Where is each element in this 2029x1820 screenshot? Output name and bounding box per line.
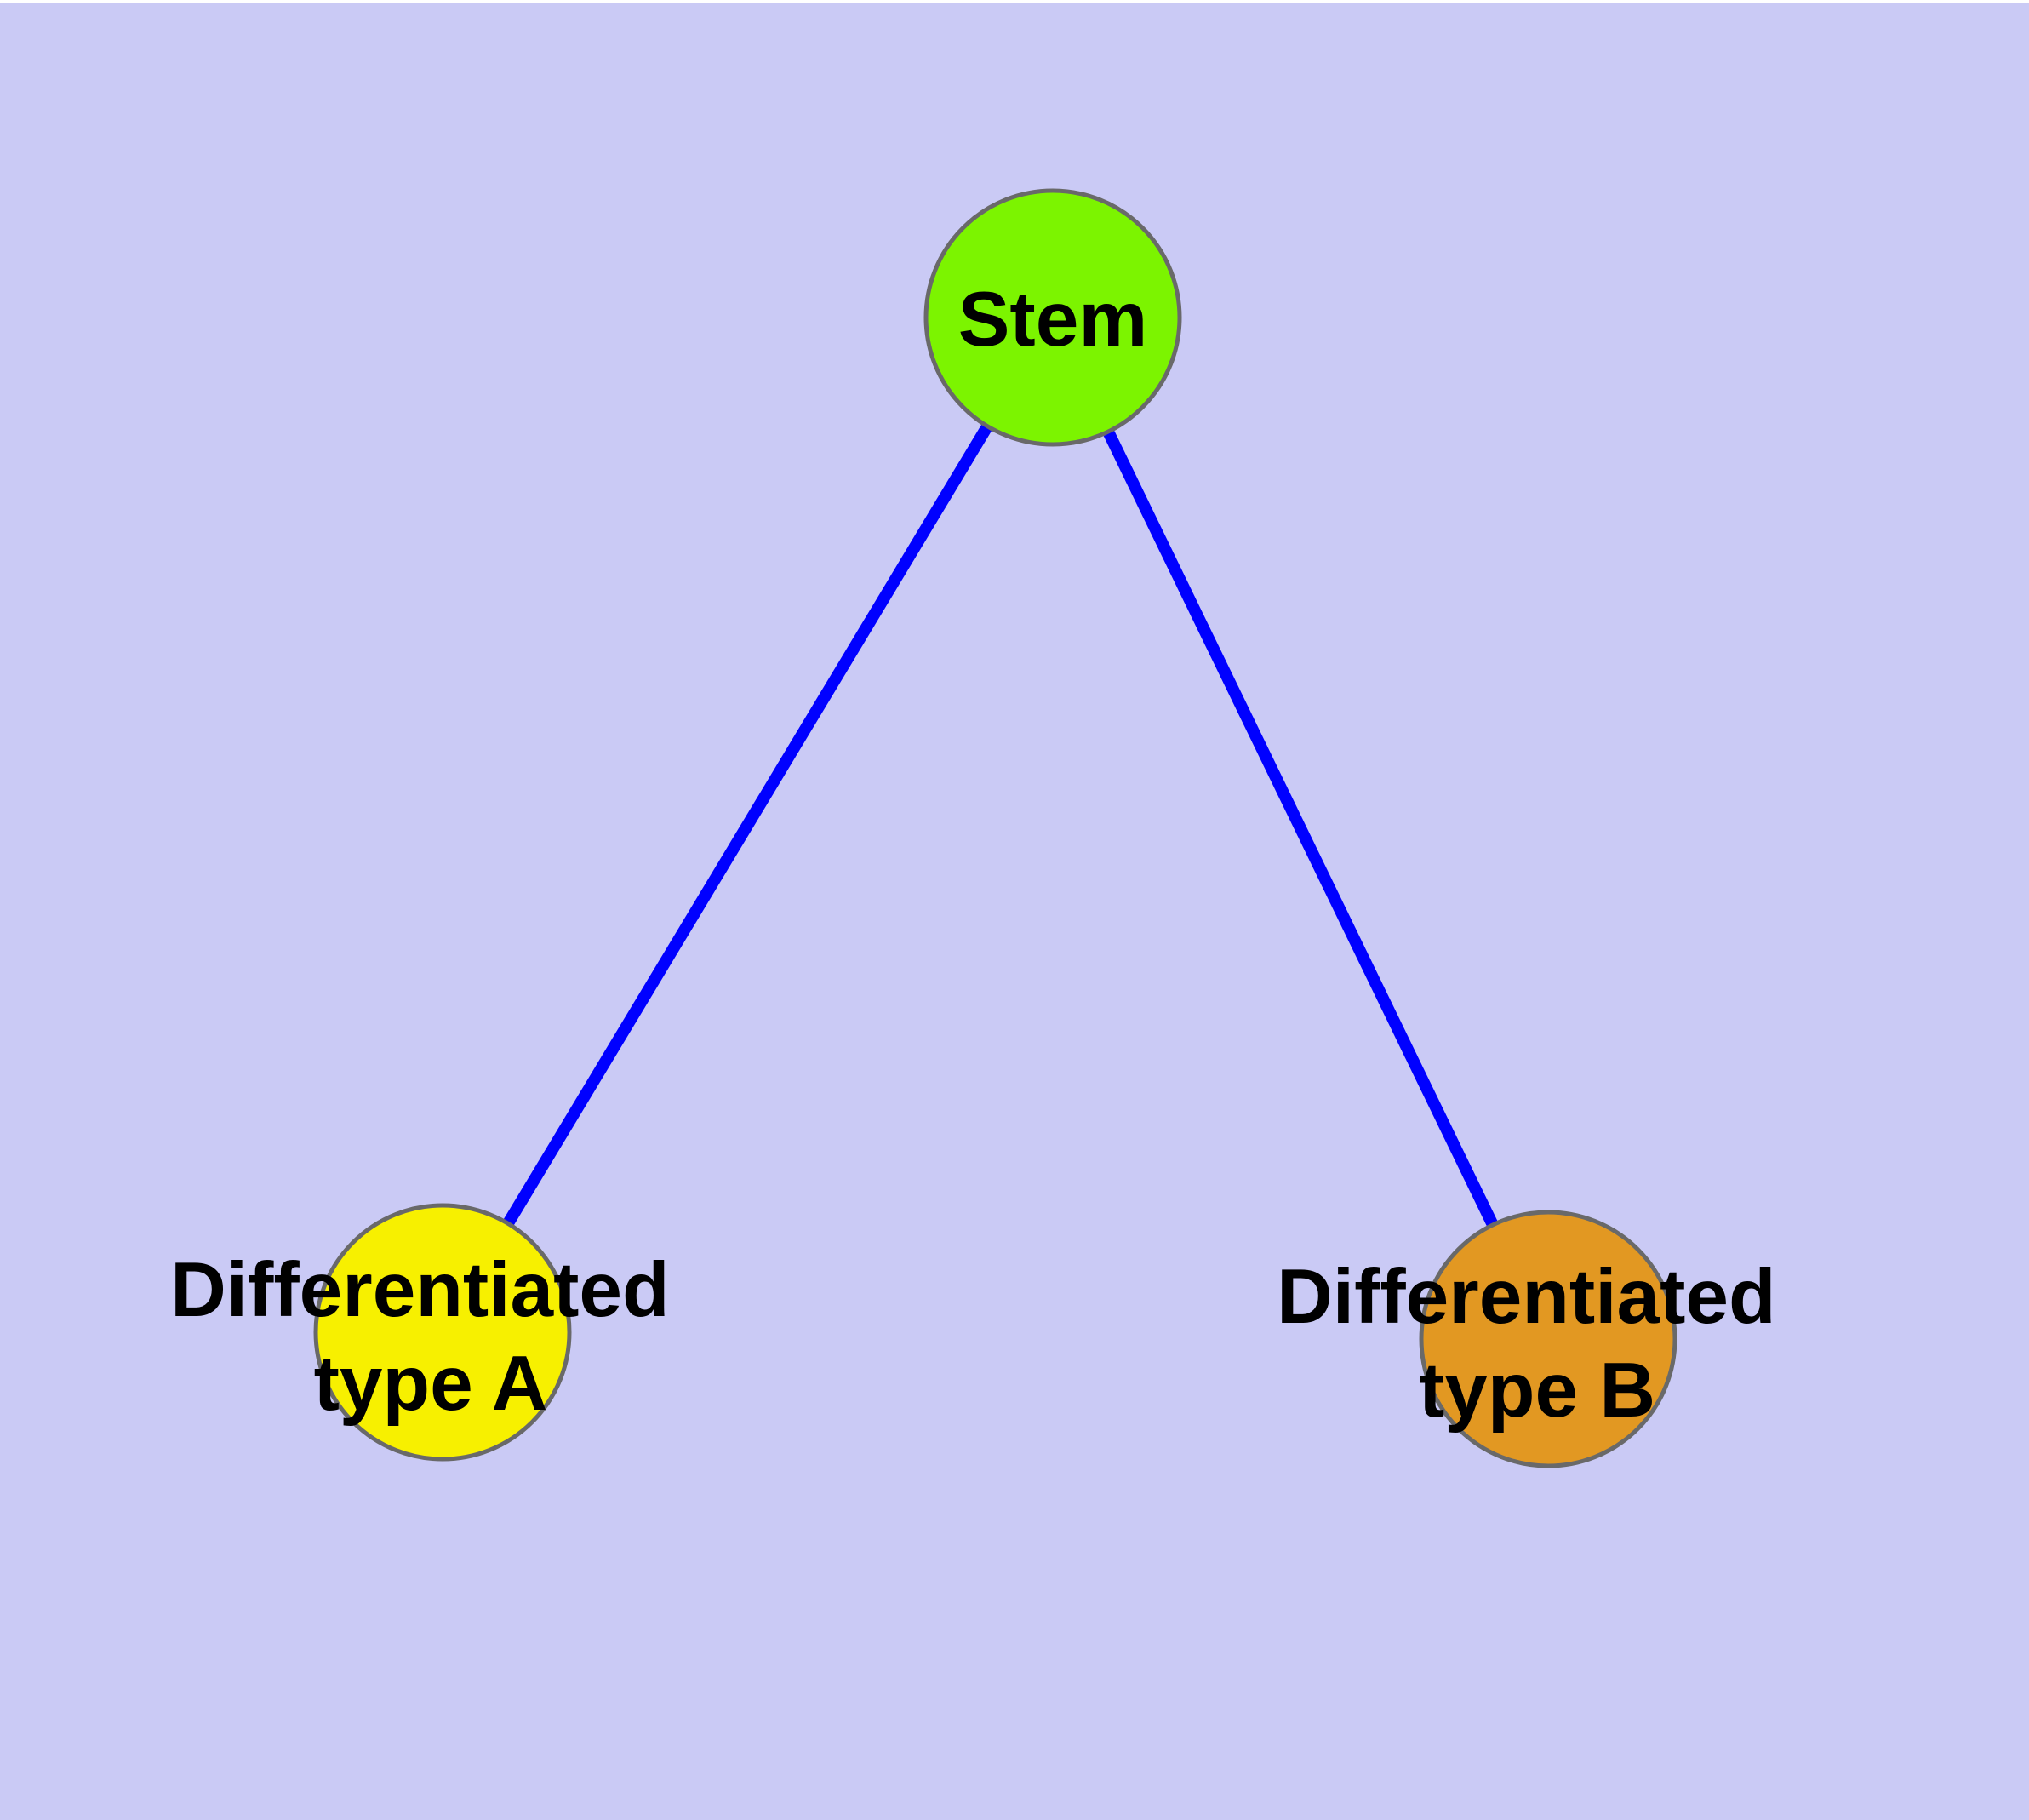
- node-label-differentiated-type-a: Differentiated type A: [170, 1247, 691, 1427]
- label-line-1: Differentiated: [170, 1247, 670, 1333]
- label-line-1: Differentiated: [1277, 1254, 1776, 1340]
- edge-stem-to-type-b: [1047, 314, 1554, 1342]
- node-label-differentiated-type-b: Differentiated type B: [1277, 1254, 1798, 1434]
- label-line-2: type B: [1419, 1348, 1655, 1434]
- node-label-stem: Stem: [958, 277, 1148, 363]
- node-stem: [923, 188, 1182, 447]
- edge-stem-to-type-a: [437, 314, 1058, 1336]
- node-differentiated-type-b: [1419, 1210, 1677, 1468]
- node-differentiated-type-a: [313, 1203, 572, 1462]
- label-line-2: type A: [314, 1341, 548, 1427]
